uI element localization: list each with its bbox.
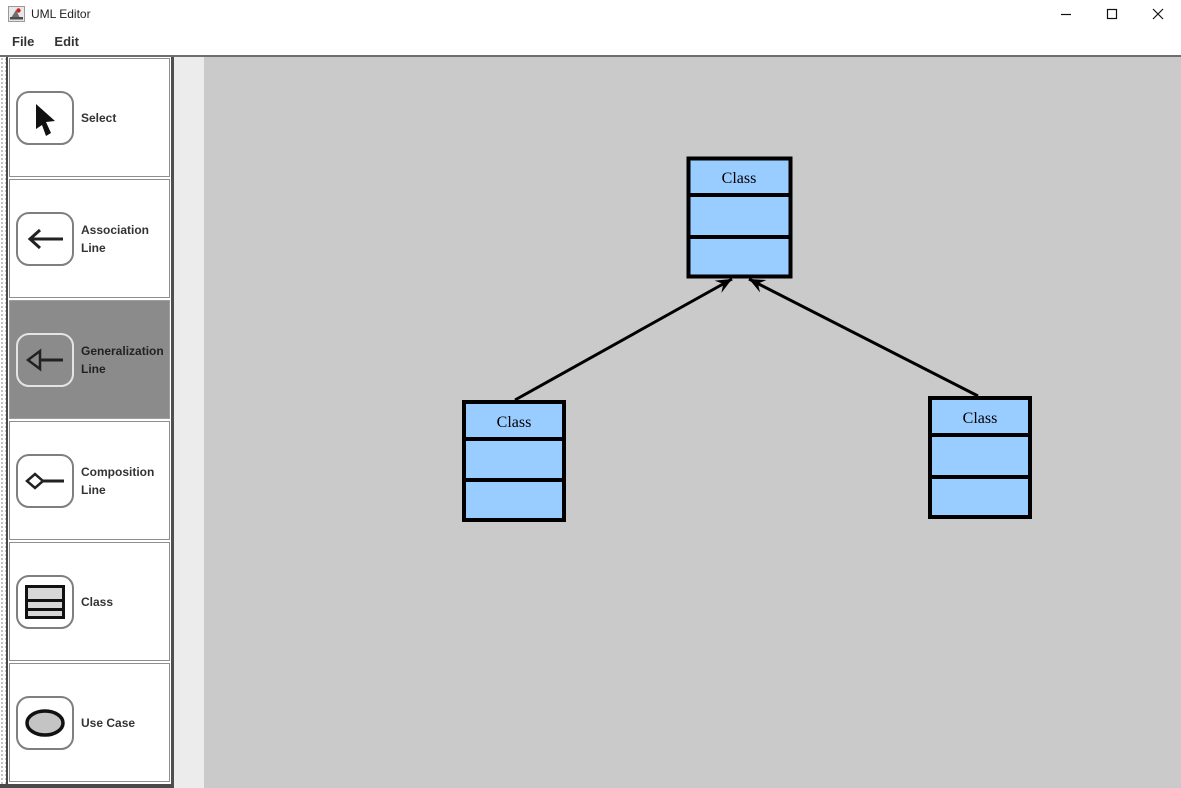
toolbar-dark-edge (5, 57, 8, 784)
diagram-canvas[interactable]: Class Class Class (204, 57, 1181, 788)
tool-button-use-case[interactable]: Use Case (9, 663, 170, 782)
uml-editor-app-icon (8, 5, 25, 22)
composition-line-icon (16, 453, 74, 508)
menu-edit[interactable]: Edit (54, 33, 79, 49)
minimize-icon (1061, 13, 1071, 15)
menu-bar: File Edit (0, 27, 1181, 55)
class-title: Class (963, 410, 998, 427)
association-line-icon (16, 211, 74, 266)
class-title: Class (497, 414, 532, 431)
uml-class-top-center[interactable]: Class (686, 156, 793, 279)
title-bar: UML Editor (0, 0, 1181, 27)
tool-button-class[interactable]: Class (9, 542, 170, 661)
tool-label: Generalization Line (81, 343, 164, 376)
class-shape-icon (16, 574, 74, 629)
tool-button-composition-line[interactable]: Composition Line (9, 421, 170, 540)
class-title: Class (722, 170, 757, 187)
tool-button-association-line[interactable]: Association Line (9, 179, 170, 298)
tool-list: Select Association Line (8, 57, 171, 784)
generalization-line-icon (16, 332, 74, 387)
uml-class-bottom-right[interactable]: Class (928, 396, 1032, 519)
diagram-svg: Class Class Class (462, 156, 1032, 522)
tool-label: Select (81, 110, 117, 125)
tool-label: Class (81, 594, 114, 609)
tool-button-generalization-line[interactable]: Generalization Line (9, 300, 170, 419)
tool-label: Association Line (81, 222, 150, 255)
tool-button-select[interactable]: Select (9, 58, 170, 177)
content-area: Select Association Line (0, 55, 1181, 788)
palette-canvas-gap (174, 57, 204, 788)
maximize-icon (1106, 8, 1118, 19)
generalization-line-right[interactable] (748, 277, 979, 398)
window-controls (1043, 0, 1181, 27)
tool-label: Use Case (81, 715, 136, 730)
use-case-ellipse-icon (16, 695, 74, 750)
menu-file[interactable]: File (12, 33, 35, 49)
uml-class-bottom-left[interactable]: Class (462, 400, 566, 522)
toolbar-drag-texture[interactable] (0, 57, 6, 784)
minimize-button[interactable] (1043, 0, 1089, 27)
tool-label: Composition Line (81, 464, 155, 497)
close-button[interactable] (1135, 0, 1181, 27)
select-cursor-icon (16, 90, 74, 145)
close-icon (1152, 8, 1164, 19)
maximize-button[interactable] (1089, 0, 1135, 27)
tool-palette: Select Association Line (0, 57, 174, 788)
generalization-line-left[interactable] (514, 277, 733, 402)
window-title: UML Editor (31, 6, 91, 21)
